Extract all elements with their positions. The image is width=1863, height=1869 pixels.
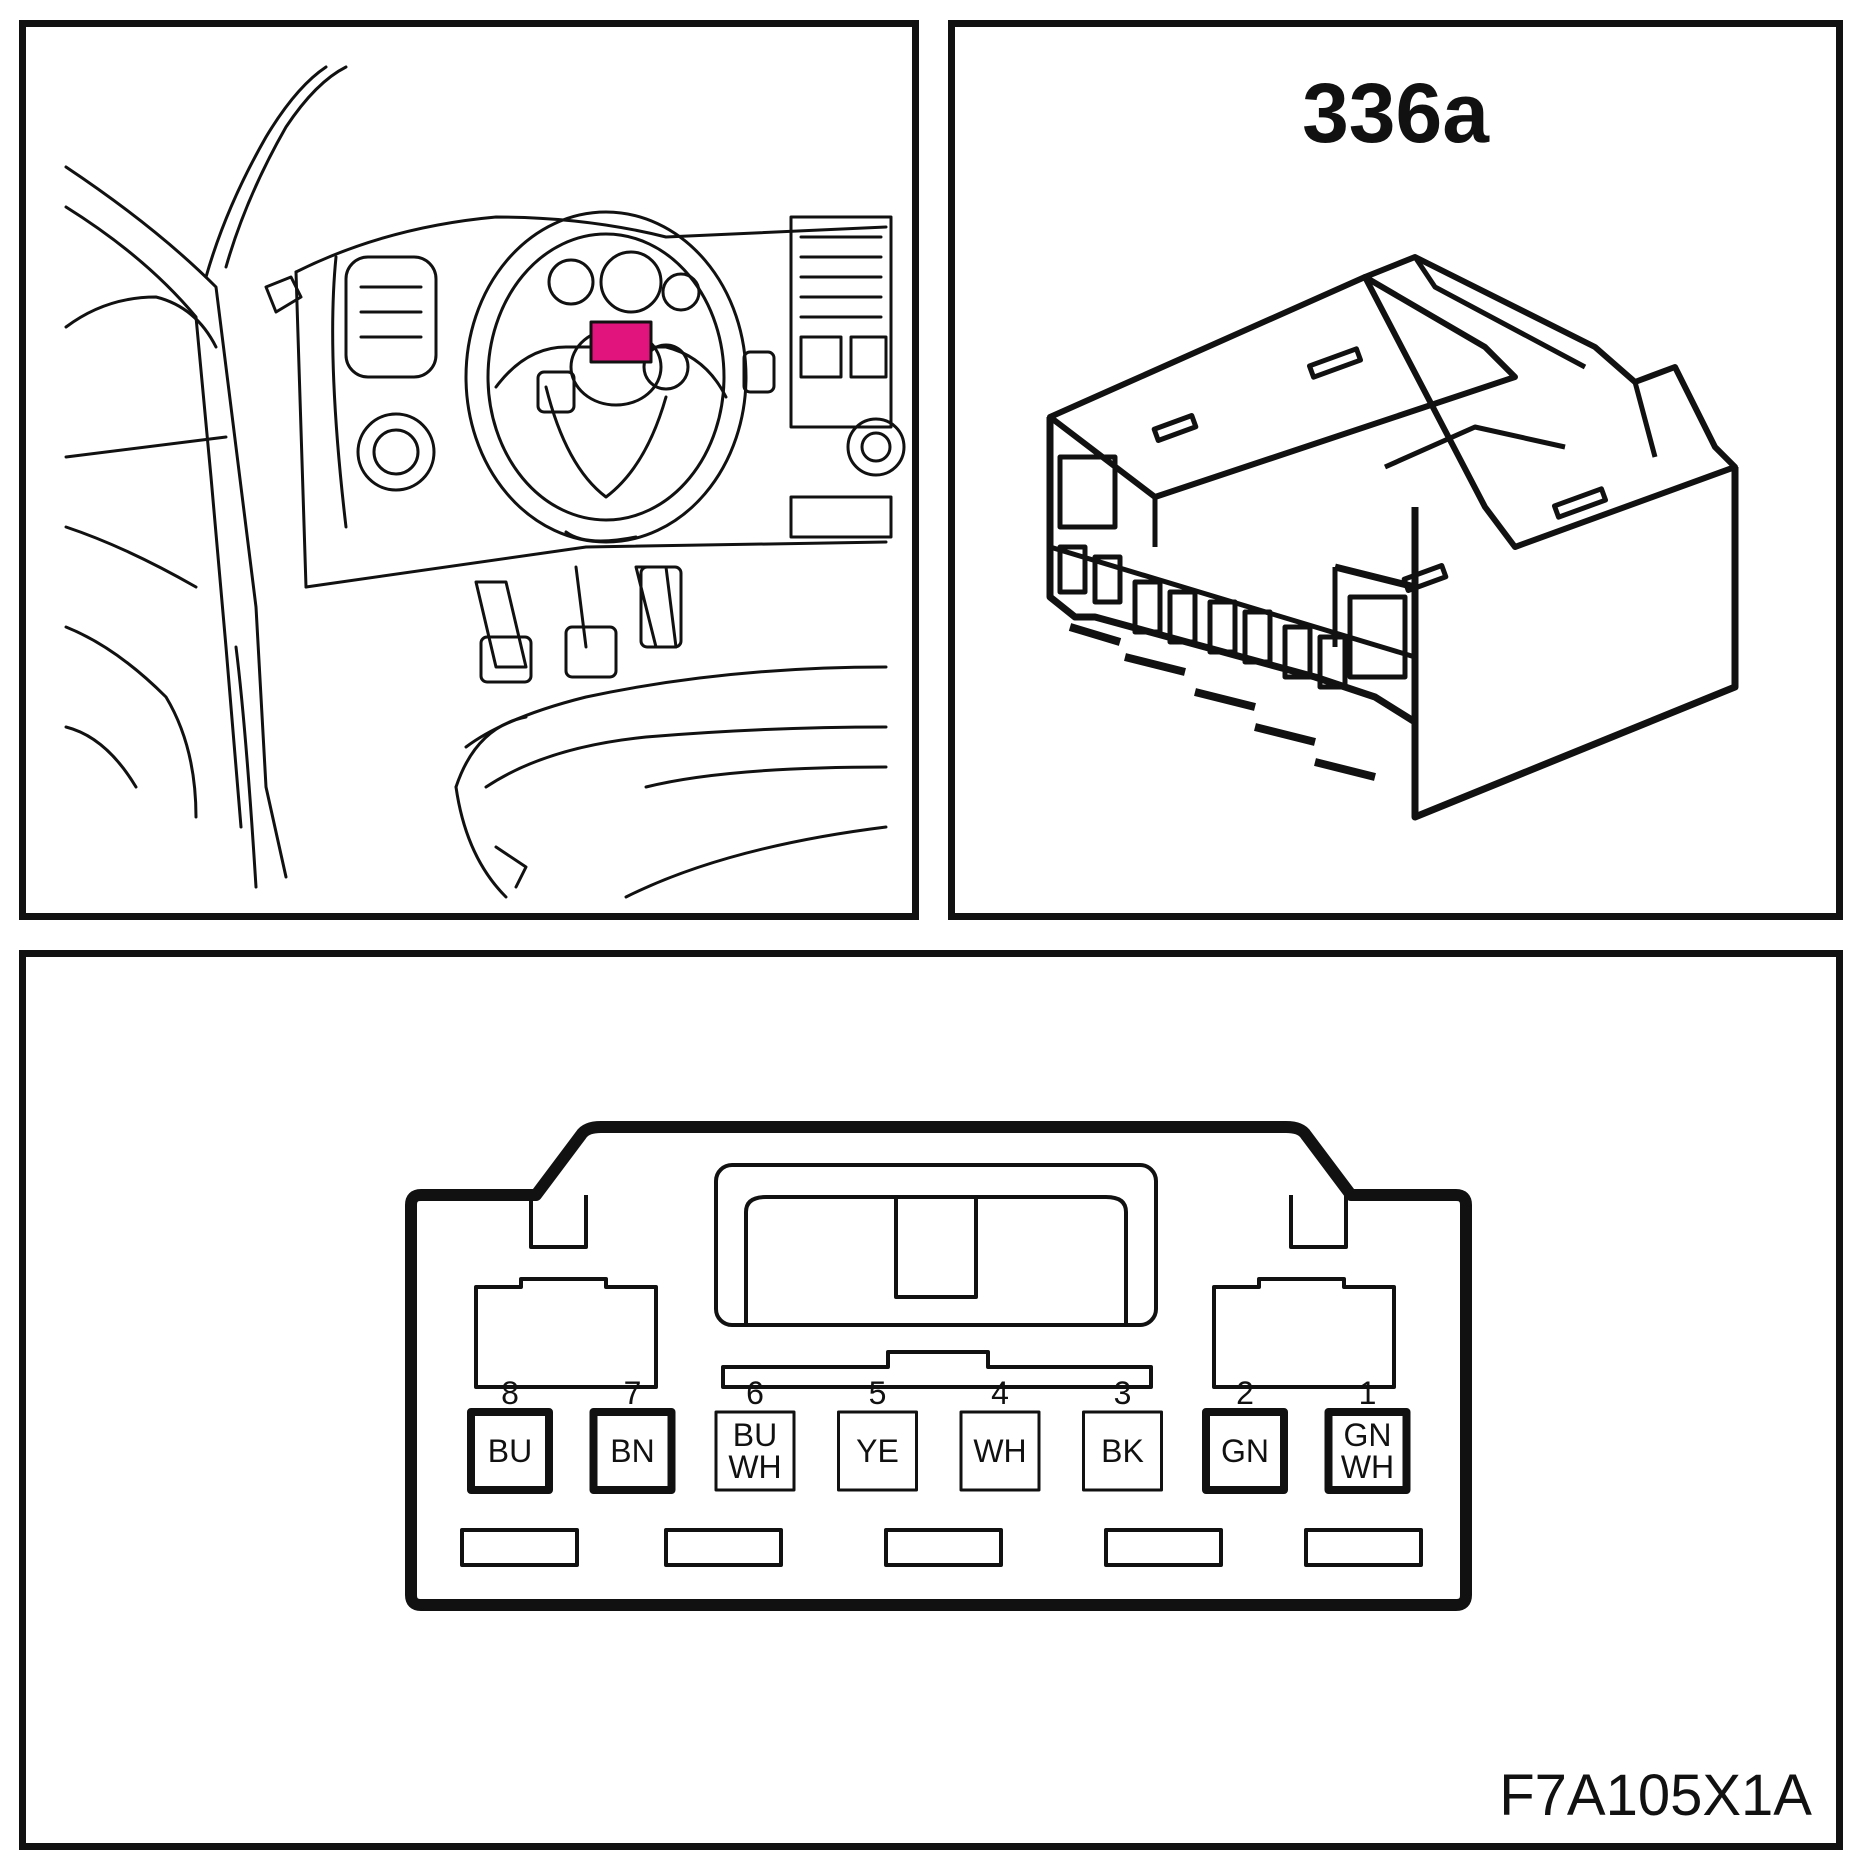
pin-cavity bbox=[1324, 1408, 1411, 1494]
vehicle-interior-illustration bbox=[64, 65, 906, 899]
pin-number-label: 8 bbox=[501, 1375, 519, 1411]
wire-color-label: WH bbox=[973, 1433, 1026, 1469]
pin-number-label: 1 bbox=[1359, 1375, 1377, 1411]
pin-number-label: 5 bbox=[869, 1375, 887, 1411]
wire-color-label: BU bbox=[488, 1433, 532, 1469]
wire-color-label: WH bbox=[728, 1449, 781, 1485]
pin-number-label: 3 bbox=[1114, 1375, 1132, 1411]
pin-5: 5YE bbox=[837, 1375, 918, 1492]
pin-cavity bbox=[837, 1410, 918, 1492]
pin-3: 3BK bbox=[1082, 1375, 1163, 1492]
location-view-panel bbox=[19, 20, 919, 920]
pin-number-label: 7 bbox=[624, 1375, 642, 1411]
pin-number-label: 6 bbox=[746, 1375, 764, 1411]
wire-color-label: BU bbox=[733, 1417, 777, 1453]
connector-view-panel: 336a bbox=[948, 20, 1843, 920]
wire-color-label: BN bbox=[610, 1433, 654, 1469]
pin-cavity bbox=[714, 1410, 796, 1492]
pin-cavity bbox=[1082, 1410, 1163, 1492]
pin-cavity bbox=[959, 1410, 1041, 1492]
pin-4: 4WH bbox=[959, 1375, 1041, 1492]
wire-color-label: GN bbox=[1344, 1417, 1392, 1453]
pin-cavity bbox=[1202, 1408, 1288, 1494]
pin-8: 8BU bbox=[467, 1375, 553, 1494]
pin-7: 7BN bbox=[589, 1375, 676, 1494]
pin-2: 2GN bbox=[1202, 1375, 1288, 1494]
wire-color-label: BK bbox=[1101, 1433, 1144, 1469]
pin-number-label: 4 bbox=[991, 1375, 1009, 1411]
pin-cavity bbox=[467, 1408, 553, 1494]
connector-location-highlight bbox=[589, 320, 653, 364]
wire-color-label: WH bbox=[1341, 1449, 1394, 1485]
wire-color-label: YE bbox=[856, 1433, 899, 1469]
wire-color-label: GN bbox=[1221, 1433, 1269, 1469]
figure-code-label: F7A105X1A bbox=[1499, 1763, 1812, 1828]
connector-housing-illustration bbox=[1046, 254, 1739, 821]
pin-number-label: 2 bbox=[1236, 1375, 1254, 1411]
pin-cavity bbox=[589, 1408, 676, 1494]
connector-id-label: 336a bbox=[1302, 66, 1489, 160]
